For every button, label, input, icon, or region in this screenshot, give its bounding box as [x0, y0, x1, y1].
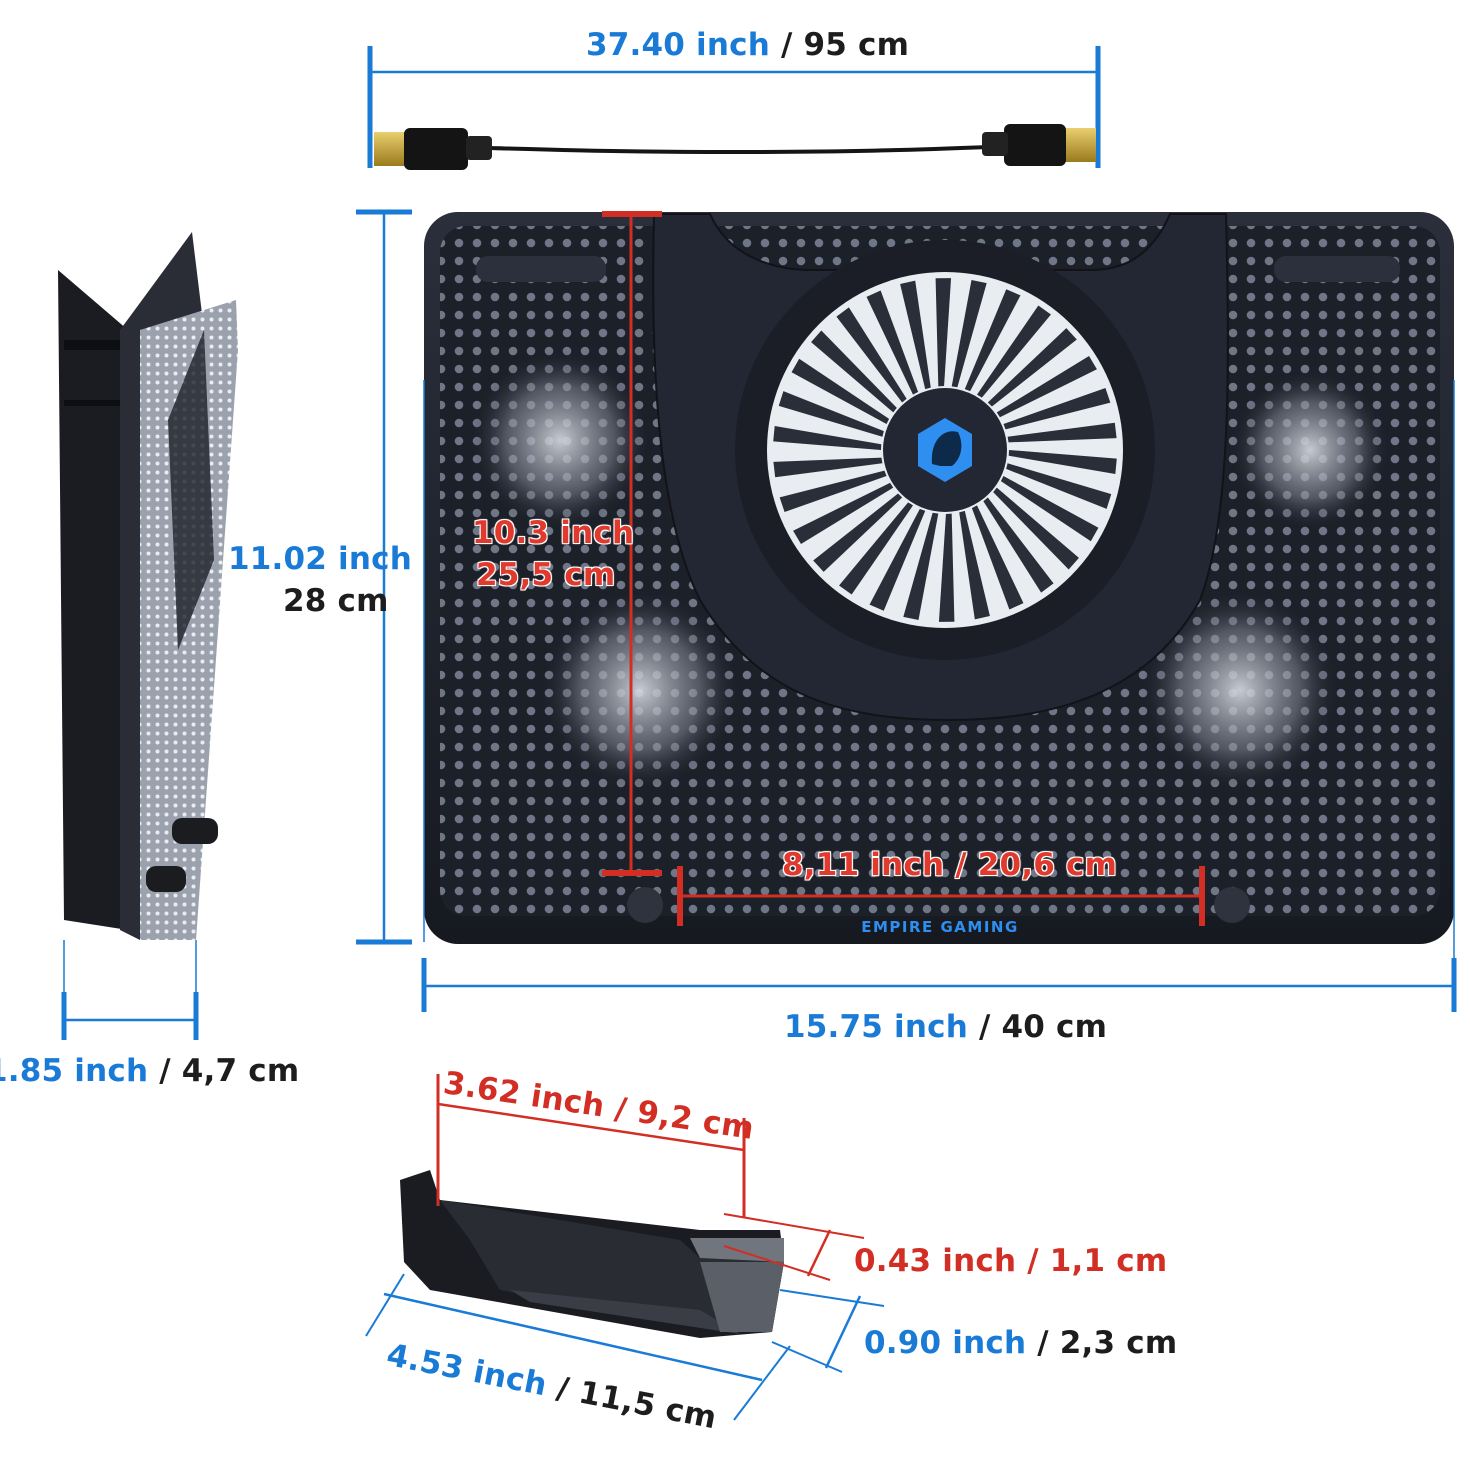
usb-cable [367, 46, 1101, 170]
pad-rib [476, 256, 606, 282]
cable-length-label: 37.40 inch / 95 cm [586, 30, 909, 61]
cable-wire [489, 145, 991, 155]
fan-blade-gap [993, 487, 1079, 570]
bracket-lip-label: 0.43 inch / 1,1 cm [854, 1246, 1167, 1277]
fan-blade-gap [951, 280, 987, 388]
fan-blade-gap [1007, 422, 1117, 443]
fan-blade-gap [977, 305, 1051, 398]
fan-blade-gap [959, 510, 990, 620]
fan-blade-gap [836, 307, 907, 403]
fan-blade-gap [964, 289, 1021, 392]
bracket-height-inch: 0.90 inch [864, 1325, 1027, 1361]
fan-blade-gap [839, 502, 913, 595]
width-cm: 40 cm [1001, 1009, 1108, 1045]
inner-height-inch-label: 10.3 inch [472, 515, 635, 551]
center-fan-blades [773, 278, 1117, 622]
bracket-lip-cm: 1,1 cm [1049, 1243, 1168, 1279]
fan-blade-gap [935, 278, 952, 387]
fan-blade-gap [813, 493, 903, 572]
fan-blade-gap [996, 355, 1097, 418]
height-cm-label: 28 cm [283, 583, 389, 619]
helmet-logo-icon [918, 418, 972, 482]
cable-length-cm: 95 cm [803, 27, 910, 63]
fan-icon [540, 590, 740, 790]
fan-blade-gap [1000, 476, 1099, 542]
side-foot [146, 866, 186, 892]
bracket-lip-inch: 0.43 inch [854, 1243, 1017, 1279]
cable-length-separator: / [770, 27, 804, 63]
thickness-label: 1.85 inch / 4,7 cm [0, 1056, 299, 1087]
side-foot [172, 818, 218, 844]
fan-icon [470, 350, 650, 530]
inner-height-cm-label: 25,5 cm [476, 557, 616, 593]
fan-blade-gap [866, 290, 919, 395]
fan-blade-gap [987, 328, 1077, 407]
pad-rib [1274, 256, 1400, 282]
fan-blade-gap [971, 505, 1024, 610]
pad-foot [627, 887, 663, 923]
fan-blade-gap [773, 425, 882, 450]
fan-blade-gap [983, 497, 1054, 593]
fan-blade-gap [793, 482, 894, 545]
fan-blade-gap [1006, 463, 1112, 509]
width-dimension [421, 380, 1457, 1012]
fan-blade-gap [811, 330, 897, 413]
fan-blade-gap [1003, 387, 1111, 430]
cooling-pad: EMPIRE GAMING [424, 212, 1454, 944]
fan-blade-gap [903, 512, 939, 620]
bracket-height-separator: / [1026, 1325, 1060, 1361]
thickness-cm: 4,7 cm [181, 1053, 300, 1089]
fan-blade-gap [779, 470, 887, 513]
pad-foot [1214, 887, 1250, 923]
stopper-span-label: 8,11 inch / 20,6 cm [782, 847, 1118, 883]
side-view [58, 232, 238, 1040]
bracket-height-cm: 2,3 cm [1059, 1325, 1178, 1361]
thickness-separator: / [148, 1053, 182, 1089]
bracket-height-label: 0.90 inch / 2,3 cm [864, 1328, 1177, 1359]
usb-plug-icon [982, 124, 1096, 166]
height-inch-label: 11.02 inch [228, 541, 412, 577]
height-dimension [356, 209, 425, 945]
fan-blade-gap [791, 358, 890, 424]
brand-logo: EMPIRE GAMING [861, 918, 1019, 936]
fan-blade-gap [778, 391, 884, 437]
fan-blade-gap [900, 280, 931, 390]
fan-blade-gap [938, 513, 955, 622]
fan-icon [1140, 590, 1340, 790]
bracket-lip-separator: / [1016, 1243, 1050, 1279]
usb-plug-icon [374, 128, 492, 170]
inner-height-dimension [602, 211, 662, 876]
width-label: 15.75 inch / 40 cm [784, 1012, 1107, 1043]
width-inch: 15.75 inch [784, 1009, 968, 1045]
stopper-span-dimension [677, 866, 1205, 926]
thickness-inch: 1.85 inch [0, 1053, 149, 1089]
cable-length-inch: 37.40 inch [586, 27, 770, 63]
fan-blade-gap [773, 457, 883, 478]
fan-blade-gap [1008, 450, 1117, 475]
width-separator: / [968, 1009, 1002, 1045]
fan-blade-gap [869, 508, 926, 611]
stopper-bracket [365, 1074, 885, 1421]
fan-icon [1230, 370, 1390, 530]
